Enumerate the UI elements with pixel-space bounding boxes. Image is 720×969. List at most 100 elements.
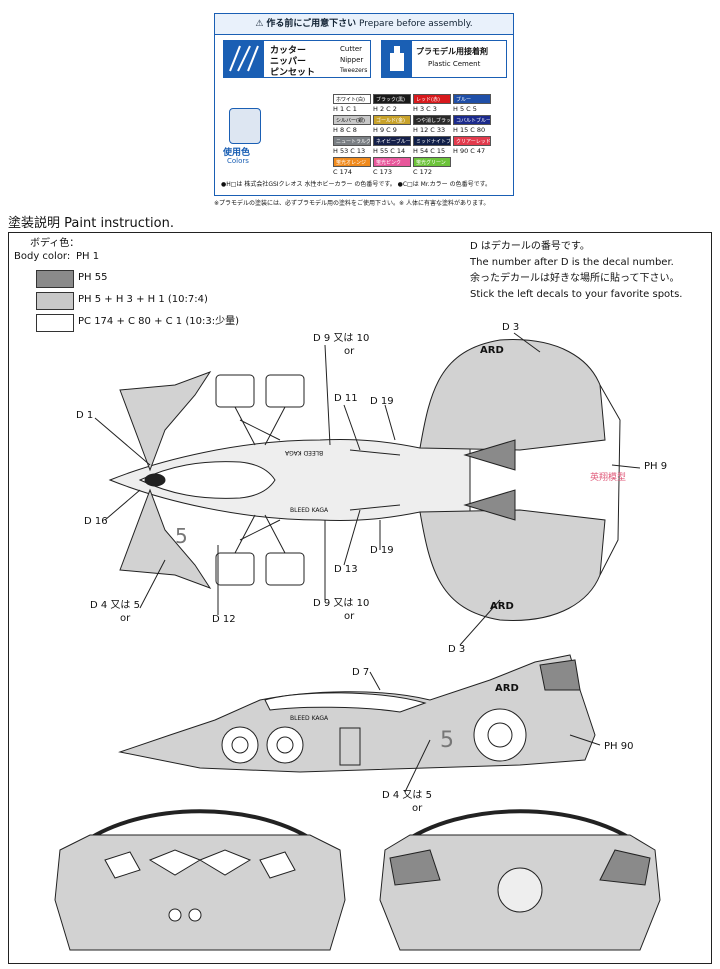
car-text-number-top: 5 <box>175 524 188 548</box>
color-swatch: ブルー <box>453 94 491 104</box>
color-code: H 1 C 1 <box>333 105 357 113</box>
car-text-number-side: 5 <box>440 728 454 753</box>
color-code: H 9 C 9 <box>373 126 397 134</box>
color-code: H 53 C 13 <box>333 147 366 155</box>
callout-d9b-or: or <box>344 611 355 622</box>
callout-d19a: D 19 <box>370 396 394 407</box>
legend-text-3: PC 174 + C 80 + C 1 (10:3:少量) <box>78 316 239 327</box>
prepare-box: ⚠ 作る前にご用意下さい Prepare before assembly. カッ… <box>214 13 514 196</box>
footnote-1: ●H□は 株式会社GSIクレオス 水性ホビーカラー の色番号です。 ●C□は M… <box>221 181 491 188</box>
color-code: C 172 <box>413 168 433 176</box>
decal-note-jp1: D はデカールの番号です。 <box>470 241 590 252</box>
color-code: H 8 C 8 <box>333 126 357 134</box>
color-swatch: つや消しブラック <box>413 115 451 125</box>
car-text-ard-side: ARD <box>495 683 519 694</box>
color-code: H 12 C 33 <box>413 126 446 134</box>
legend-swatch-3 <box>36 314 74 332</box>
legend-text-2: PH 5 + H 3 + H 1 (10:7:4) <box>78 294 208 305</box>
callout-d3a: D 3 <box>502 322 520 333</box>
watermark-logo: 英翔模型 <box>590 473 627 483</box>
color-code: H 5 C 5 <box>453 105 477 113</box>
color-code: H 2 C 2 <box>373 105 397 113</box>
callout-d16: D 16 <box>84 516 108 527</box>
cutter-en: Cutter <box>340 45 362 53</box>
side-view-car <box>118 654 596 773</box>
rear-view-car <box>379 809 661 951</box>
car-text-bleed-kaga-top2: BLEED KAGA <box>290 507 329 514</box>
legend-swatch-1 <box>36 270 74 288</box>
callout-d9b: D 9 又は 10 <box>313 598 370 609</box>
legend-swatch-2 <box>36 292 74 310</box>
tweezers-en: Tweezers <box>340 67 368 74</box>
prepare-header: ⚠ 作る前にご用意下さい Prepare before assembly. <box>215 14 513 35</box>
color-swatch: コバルトブルー <box>453 115 491 125</box>
decal-note-jp2: 余ったデカールは好きな場所に貼って下さい。 <box>470 273 680 284</box>
color-code: H 54 C 15 <box>413 147 446 155</box>
color-swatch: ミッドナイトブルー <box>413 136 451 146</box>
callout-d12: D 12 <box>212 614 236 625</box>
section-title-jp: 塗装説明 <box>8 216 61 231</box>
color-code: H 3 C 3 <box>413 105 437 113</box>
colors-label-jp: 使用色 <box>223 148 251 158</box>
decal-note-en2: Stick the left decals to your favorite s… <box>470 289 683 300</box>
color-swatch: ホワイト(白) <box>333 94 371 104</box>
body-color-code: PH 1 <box>76 251 100 262</box>
color-code: C 173 <box>373 168 393 176</box>
callout-d19b: D 19 <box>370 545 394 556</box>
cutter-nipper-icon <box>224 41 264 77</box>
cement-label: プラモデル用接着剤 <box>416 47 488 56</box>
top-view-car <box>108 339 621 621</box>
color-code: H 55 C 14 <box>373 147 406 155</box>
callout-d13: D 13 <box>334 564 358 575</box>
color-swatch: ネイビーブルー <box>373 136 411 146</box>
cement-card: プラモデル用接着剤 Plastic Cement <box>381 40 507 78</box>
car-text-ard-top: ARD <box>480 345 504 356</box>
cement-en: Plastic Cement <box>428 60 481 68</box>
section-title: 塗装説明 Paint instruction. <box>8 212 174 231</box>
color-code: H 90 C 47 <box>453 147 486 155</box>
callout-d4a-or: or <box>120 613 131 624</box>
paint-jar-icon <box>229 108 261 144</box>
callout-d9a-or: or <box>344 346 355 357</box>
nipper-label: ニッパー <box>270 57 307 67</box>
cement-bottle-icon <box>382 41 412 77</box>
callout-d11: D 11 <box>334 393 358 404</box>
callout-d4b: D 4 又は 5 <box>382 790 432 801</box>
body-color-jp: ボディ色： <box>30 238 80 249</box>
color-swatch: クリアーレッド <box>453 136 491 146</box>
callout-d1: D 1 <box>76 410 94 421</box>
tools-card: カッター Cutter ニッパー Nipper ピンセット Tweezers <box>223 40 371 78</box>
cutter-label: カッター <box>270 46 307 56</box>
section-title-en: Paint instruction. <box>64 216 174 231</box>
footnote-2: ※プラモデルの塗装には、必ずプラモデル用の塗料をご使用下さい。※ 人体に有害な塗… <box>214 200 490 207</box>
color-swatch: シルバー(銀) <box>333 115 371 125</box>
callout-d4b-or: or <box>412 803 423 814</box>
nipper-en: Nipper <box>340 56 364 64</box>
tweezers-label: ピンセット <box>270 68 316 78</box>
callout-ph90: PH 90 <box>604 741 634 752</box>
legend-text-1: PH 55 <box>78 272 108 283</box>
color-code: C 174 <box>333 168 353 176</box>
callout-ph9: PH 9 <box>644 461 668 472</box>
prepare-header-en: Prepare before assembly. <box>359 19 473 29</box>
prepare-header-jp: 作る前にご用意下さい <box>266 19 357 29</box>
color-swatch: 蛍光オレンジ <box>333 157 371 167</box>
car-text-ard-bottom: ARD <box>490 601 514 612</box>
warning-icon: ⚠ <box>255 19 264 29</box>
callout-d7: D 7 <box>352 667 370 678</box>
color-code: H 15 C 80 <box>453 126 486 134</box>
paint-frame <box>8 232 712 964</box>
car-text-bleed-kaga-top: BLEED KAGA <box>285 449 324 456</box>
color-swatch: レッド(赤) <box>413 94 451 104</box>
callout-d3b: D 3 <box>448 644 466 655</box>
front-view-car <box>54 809 346 951</box>
car-text-bleed-kaga-side: BLEED KAGA <box>290 715 329 722</box>
color-swatch: ブラック(黒) <box>373 94 411 104</box>
color-swatch: ゴールド(金) <box>373 115 411 125</box>
color-swatch: 蛍光ピンク <box>373 157 411 167</box>
body-color-en: Body color: <box>14 251 71 262</box>
colors-label-en: Colors <box>227 157 249 165</box>
color-swatch: 蛍光グリーン <box>413 157 451 167</box>
callout-d9a: D 9 又は 10 <box>313 333 370 344</box>
